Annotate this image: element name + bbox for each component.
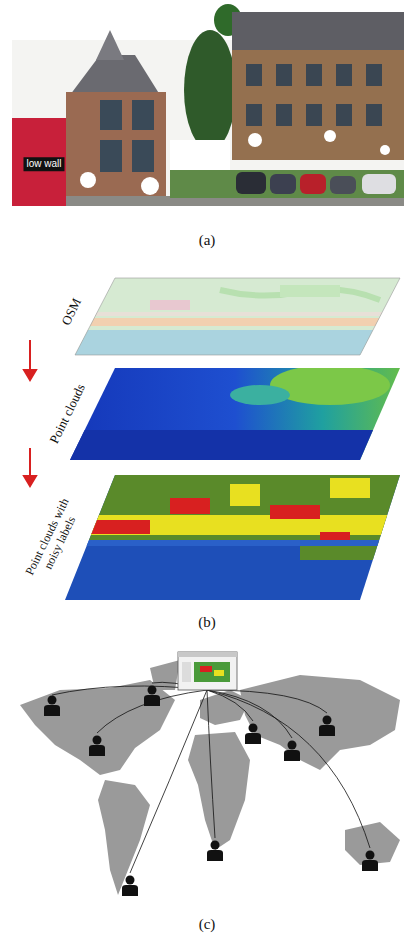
flow-arrows <box>24 340 36 486</box>
contributor-links <box>52 682 370 873</box>
facade-scene <box>12 4 404 206</box>
world-map <box>20 660 400 895</box>
part-label: low wall <box>23 157 64 171</box>
panel-caption: (c) <box>199 916 216 933</box>
server-window <box>178 652 237 690</box>
panel-caption: (b) <box>198 614 216 631</box>
layer-stack <box>24 270 410 605</box>
contributor-icons <box>44 686 378 897</box>
panel-caption: (a) <box>199 232 216 249</box>
layer-label: OSM <box>59 296 85 328</box>
